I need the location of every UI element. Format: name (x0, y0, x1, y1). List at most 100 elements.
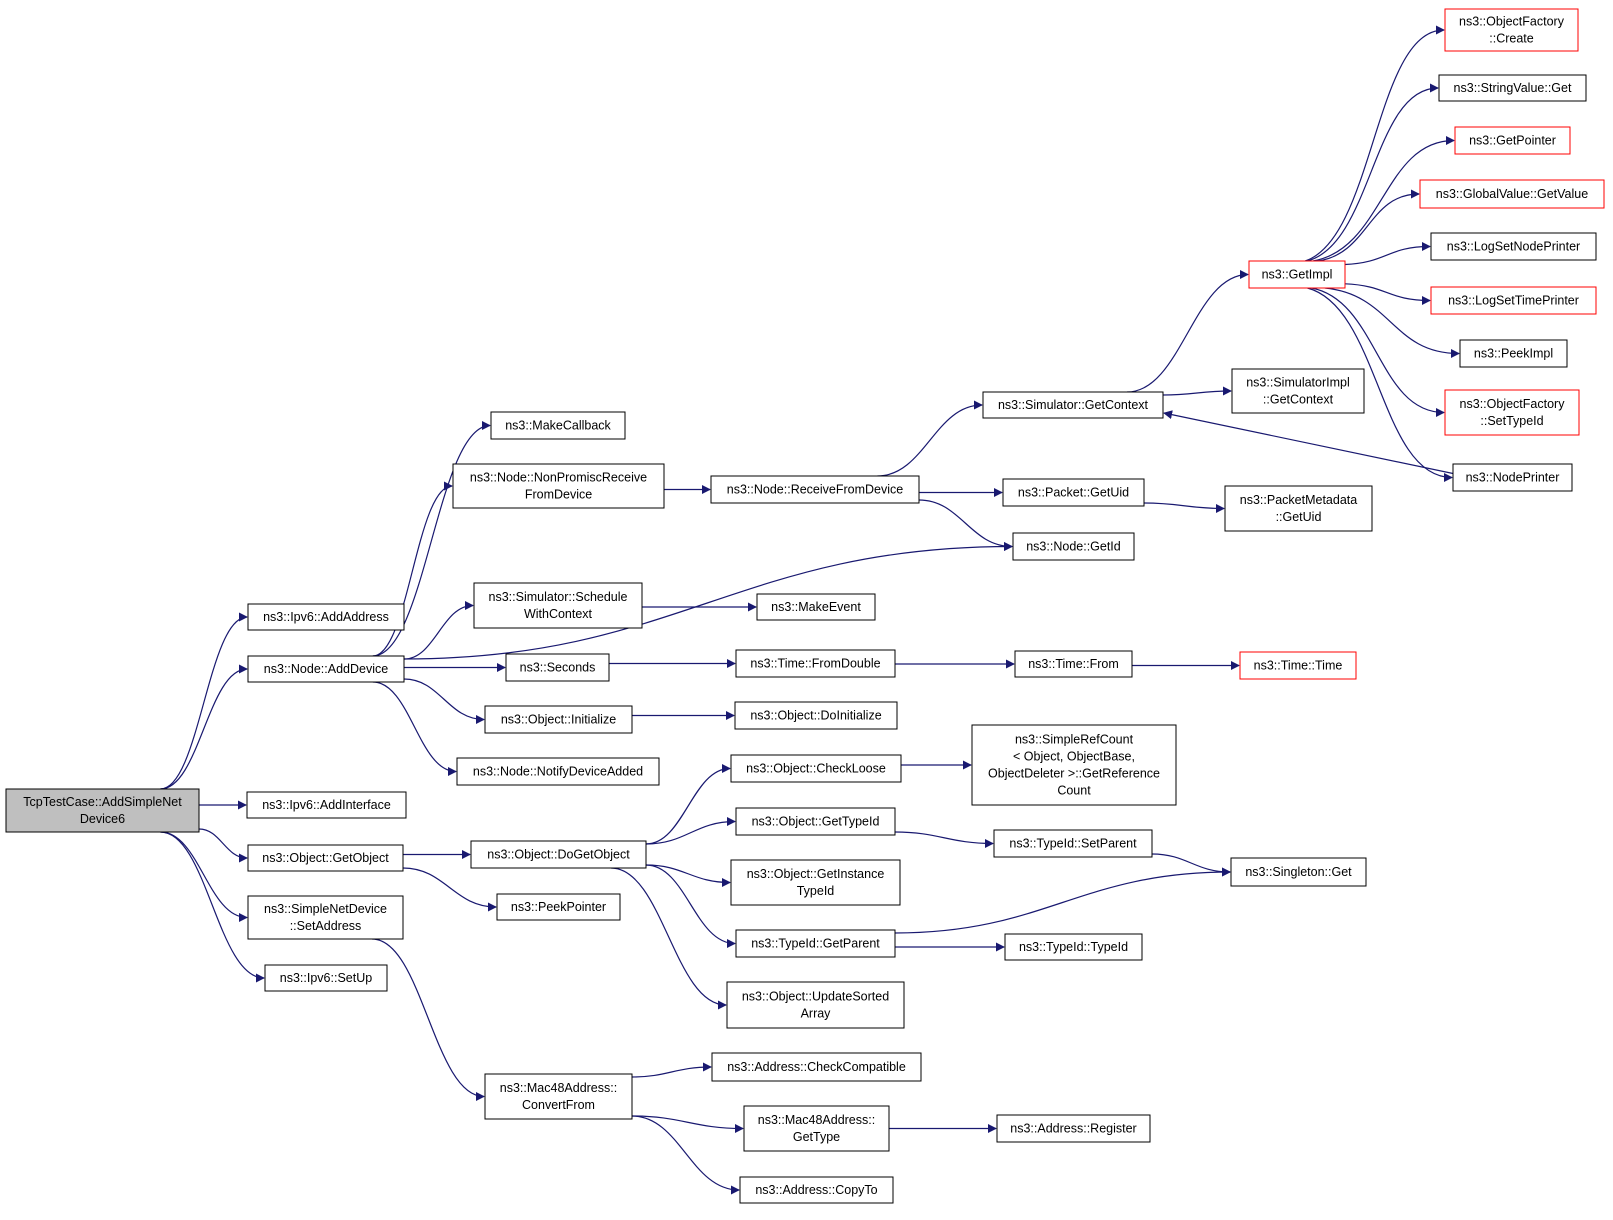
node-time_time[interactable]: ns3::Time::Time (1239, 651, 1357, 680)
node-singleton_get[interactable]: ns3::Singleton::Get (1230, 857, 1367, 887)
node-nodeprinter[interactable]: ns3::NodePrinter (1452, 463, 1573, 492)
node-box-peekimpl (1459, 339, 1568, 368)
node-label-objectfactory_settypeid-line-1: ::SetTypeId (1480, 414, 1543, 428)
node-time_fromdouble[interactable]: ns3::Time::FromDouble (735, 649, 896, 678)
node-box-object_getinstancetypeid (730, 859, 901, 906)
node-box-ipv6_addaddress (247, 603, 405, 631)
node-box-node_notifydeviceadded (456, 757, 660, 786)
node-box-stringvalue_get (1438, 74, 1587, 102)
node-label-simplerefcount-line-2: ObjectDeleter >::GetReference (988, 767, 1160, 781)
edge-simulator_getcontext-to-simulatorimpl_getcontext (1162, 386, 1232, 396)
node-simulatorimpl_getcontext[interactable]: ns3::SimulatorImpl::GetContext (1231, 368, 1365, 414)
edge-getimpl-to-nodeprinter (1307, 287, 1453, 482)
node-box-root (5, 788, 200, 833)
node-object_getobject[interactable]: ns3::Object::GetObject (247, 844, 404, 872)
node-stringvalue_get[interactable]: ns3::StringValue::Get (1438, 74, 1587, 102)
node-label-peekimpl-line-0: ns3::PeekImpl (1474, 347, 1553, 361)
node-label-root-line-0: TcpTestCase::AddSimpleNet (23, 795, 182, 809)
node-simplenetdevice_setaddress[interactable]: ns3::SimpleNetDevice::SetAddress (247, 895, 404, 940)
node-address_checkcompatible[interactable]: ns3::Address::CheckCompatible (711, 1052, 922, 1082)
node-label-simplerefcount-line-0: ns3::SimpleRefCount (1015, 733, 1134, 747)
node-label-root-line-1: Device6 (80, 812, 125, 826)
node-ipv6_addaddress[interactable]: ns3::Ipv6::AddAddress (247, 603, 405, 631)
node-label-node_notifydeviceadded-line-0: ns3::Node::NotifyDeviceAdded (473, 765, 643, 779)
node-getpointer[interactable]: ns3::GetPointer (1454, 126, 1571, 155)
node-globalvalue_getvalue[interactable]: ns3::GlobalValue::GetValue (1419, 179, 1605, 209)
node-simulator_getcontext[interactable]: ns3::Simulator::GetContext (982, 391, 1164, 419)
node-mac48_convertfrom[interactable]: ns3::Mac48Address::ConvertFrom (484, 1073, 633, 1120)
node-node_adddevice[interactable]: ns3::Node::AddDevice (247, 655, 405, 683)
node-typeid_setparent[interactable]: ns3::TypeId::SetParent (993, 829, 1153, 858)
node-box-getpointer (1454, 126, 1571, 155)
edge-getimpl-to-logsettimeprinter (1344, 283, 1431, 305)
node-logsetnodeprinter[interactable]: ns3::LogSetNodePrinter (1430, 232, 1597, 261)
edge-object_gettypeid-to-typeid_setparent (894, 831, 994, 848)
node-address_copyto[interactable]: ns3::Address::CopyTo (739, 1176, 894, 1204)
node-box-node_nonpromisc (452, 463, 665, 509)
node-address_register[interactable]: ns3::Address::Register (996, 1114, 1151, 1143)
node-getimpl[interactable]: ns3::GetImpl (1248, 260, 1346, 289)
node-object_doinitialize[interactable]: ns3::Object::DoInitialize (734, 701, 898, 730)
node-logsettimeprinter[interactable]: ns3::LogSetTimePrinter (1430, 286, 1597, 315)
node-makecallback[interactable]: ns3::MakeCallback (490, 411, 626, 440)
node-objectfactory_settypeid[interactable]: ns3::ObjectFactory::SetTypeId (1444, 389, 1580, 436)
node-label-seconds-line-0: ns3::Seconds (520, 661, 596, 675)
node-box-address_register (996, 1114, 1151, 1143)
edge-mac48_convertfrom-to-address_checkcompatible (631, 1062, 712, 1078)
edge-object_dogetobject-to-object_checkloose (645, 764, 731, 845)
node-object_initialize[interactable]: ns3::Object::Initialize (484, 705, 633, 734)
node-box-ipv6_addinterface (246, 791, 407, 819)
node-box-typeid_setparent (993, 829, 1153, 858)
node-box-nodeprinter (1452, 463, 1573, 492)
node-box-packet_getuid (1002, 478, 1145, 507)
node-box-simplerefcount (971, 724, 1177, 806)
node-label-getpointer-line-0: ns3::GetPointer (1469, 134, 1556, 148)
node-label-peekpointer-line-0: ns3::PeekPointer (511, 900, 606, 914)
node-object_gettypeid[interactable]: ns3::Object::GetTypeId (735, 807, 896, 836)
node-typeid_getparent[interactable]: ns3::TypeId::GetParent (735, 929, 896, 958)
node-box-object_initialize (484, 705, 633, 734)
node-seconds[interactable]: ns3::Seconds (505, 653, 610, 682)
node-box-ipv6_setup (264, 964, 388, 992)
edge-mac48_convertfrom-to-address_copyto (631, 1115, 740, 1195)
node-objectfactory_create[interactable]: ns3::ObjectFactory::Create (1444, 8, 1579, 52)
node-object_dogetobject[interactable]: ns3::Object::DoGetObject (470, 840, 647, 869)
node-peekpointer[interactable]: ns3::PeekPointer (496, 893, 621, 921)
node-ipv6_addinterface[interactable]: ns3::Ipv6::AddInterface (246, 791, 407, 819)
node-time_from[interactable]: ns3::Time::From (1014, 650, 1133, 678)
node-box-typeid_getparent (735, 929, 896, 958)
node-node_receivefromdevice[interactable]: ns3::Node::ReceiveFromDevice (710, 475, 920, 504)
node-box-simulator_schedulewithcontext (473, 582, 643, 629)
edge-getimpl-to-objectfactory_create (1304, 25, 1445, 262)
node-label-makeevent-line-0: ns3::MakeEvent (771, 600, 861, 614)
edge-getimpl-to-peekimpl (1324, 287, 1460, 358)
node-packetmetadata_getuid[interactable]: ns3::PacketMetadata::GetUid (1224, 485, 1373, 532)
node-box-object_checkloose (730, 754, 902, 783)
node-label-logsettimeprinter-line-0: ns3::LogSetTimePrinter (1448, 294, 1579, 308)
node-typeid_typeid[interactable]: ns3::TypeId::TypeId (1004, 933, 1143, 961)
node-box-logsettimeprinter (1430, 286, 1597, 315)
node-label-time_fromdouble-line-0: ns3::Time::FromDouble (750, 657, 880, 671)
edge-mac48_convertfrom-to-mac48_gettype (631, 1115, 744, 1133)
edge-node_adddevice-to-node_nonpromisc (372, 481, 453, 657)
node-makeevent[interactable]: ns3::MakeEvent (756, 593, 876, 621)
node-label-mac48_gettype-line-0: ns3::Mac48Address:: (758, 1113, 875, 1127)
node-label-makecallback-line-0: ns3::MakeCallback (505, 419, 611, 433)
node-ipv6_setup[interactable]: ns3::Ipv6::SetUp (264, 964, 388, 992)
node-peekimpl[interactable]: ns3::PeekImpl (1459, 339, 1568, 368)
node-object_checkloose[interactable]: ns3::Object::CheckLoose (730, 754, 902, 783)
node-packet_getuid[interactable]: ns3::Packet::GetUid (1002, 478, 1145, 507)
node-mac48_gettype[interactable]: ns3::Mac48Address::GetType (743, 1105, 890, 1152)
node-label-ipv6_addaddress-line-0: ns3::Ipv6::AddAddress (263, 610, 389, 624)
node-box-node_adddevice (247, 655, 405, 683)
node-label-object_doinitialize-line-0: ns3::Object::DoInitialize (750, 709, 881, 723)
node-label-object_checkloose-line-0: ns3::Object::CheckLoose (746, 762, 886, 776)
node-node_notifydeviceadded[interactable]: ns3::Node::NotifyDeviceAdded (456, 757, 660, 786)
node-node_getid[interactable]: ns3::Node::GetId (1012, 532, 1135, 561)
node-simplerefcount[interactable]: ns3::SimpleRefCount< Object, ObjectBase,… (971, 724, 1177, 806)
